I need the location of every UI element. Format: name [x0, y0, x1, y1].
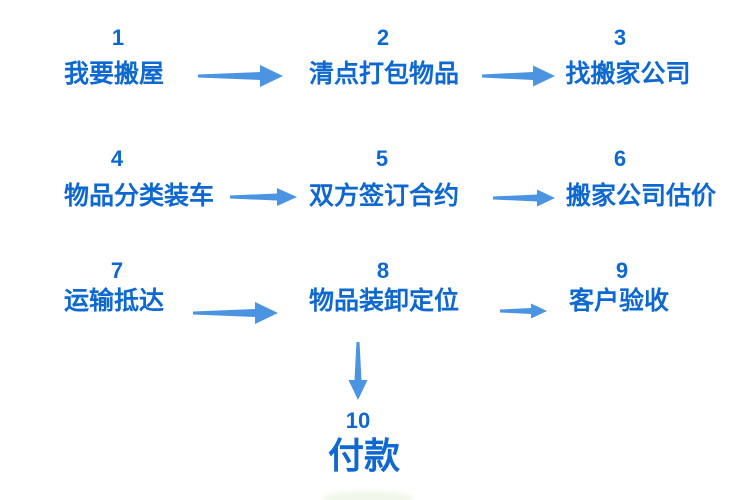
arrow-7-to-8-icon	[193, 302, 278, 324]
arrow-1-to-2-icon	[198, 65, 283, 87]
arrow-5-to-6-icon	[493, 189, 555, 207]
step-8-label: 物品装卸定位	[308, 287, 460, 315]
step-3-number: 3	[613, 25, 627, 50]
step-10-number: 10	[345, 408, 371, 433]
arrow-8-to-9-icon	[500, 303, 547, 319]
step-4-label: 物品分类装车	[63, 182, 215, 210]
arrow-4-to-5-icon	[230, 188, 297, 206]
step-5-number: 5	[375, 146, 389, 171]
bottom-edge-artifact	[322, 491, 414, 500]
arrow-8-to-10-icon	[348, 342, 368, 400]
step-9-label: 客户验收	[568, 287, 670, 315]
step-4-number: 4	[110, 146, 124, 171]
step-9-number: 9	[615, 258, 629, 283]
step-10-label: 付款	[327, 435, 401, 476]
step-2-number: 2	[376, 25, 390, 50]
step-2-label: 清点打包物品	[308, 60, 460, 88]
step-6-label: 搬家公司估价	[565, 182, 717, 210]
step-1-label: 我要搬屋	[63, 60, 165, 88]
step-7-label: 运输抵达	[63, 287, 165, 315]
step-7-number: 7	[110, 258, 124, 283]
step-3-label: 找搬家公司	[565, 60, 691, 88]
step-8-number: 8	[376, 258, 390, 283]
step-6-number: 6	[613, 146, 627, 171]
arrow-2-to-3-icon	[482, 65, 555, 87]
step-5-label: 双方签订合约	[308, 182, 460, 210]
step-1-number: 1	[111, 25, 125, 50]
